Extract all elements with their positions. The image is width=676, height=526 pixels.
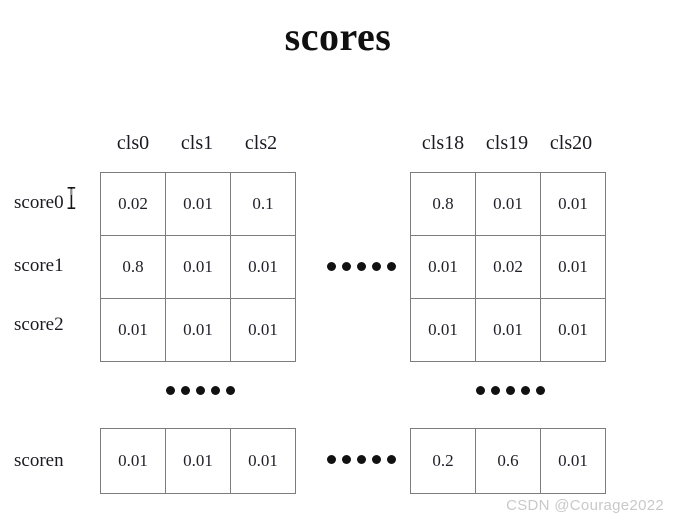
column-header-cls2: cls2	[244, 132, 278, 154]
matrix-cell: 0.01	[165, 428, 231, 494]
ellipsis-horizontal-bottom	[327, 455, 396, 464]
matrix-cell: 0.01	[540, 172, 606, 236]
matrix-cell: 0.01	[410, 298, 476, 362]
table-row: 0.8 0.01 0.01	[100, 235, 296, 299]
dot-icon	[506, 386, 515, 395]
dot-icon	[387, 455, 396, 464]
dot-icon	[211, 386, 220, 395]
dot-icon	[357, 455, 366, 464]
matrix-cell: 0.01	[100, 428, 166, 494]
table-row: 0.8 0.01 0.01	[410, 172, 606, 236]
table-row: 0.2 0.6 0.01	[410, 428, 606, 494]
matrix-cell: 0.01	[540, 235, 606, 299]
matrix-cell: 0.02	[475, 235, 541, 299]
matrix-cell: 0.02	[100, 172, 166, 236]
dot-icon	[196, 386, 205, 395]
matrix-cell: 0.01	[540, 428, 606, 494]
dot-icon	[327, 455, 336, 464]
matrix-cell: 0.01	[165, 298, 231, 362]
page-title: scores	[284, 14, 392, 59]
matrix-cell: 0.2	[410, 428, 476, 494]
ellipsis-horizontal-top	[327, 262, 396, 271]
table-row: 0.01 0.01 0.01	[100, 428, 296, 494]
matrix-cell: 0.01	[540, 298, 606, 362]
table-row: 0.02 0.01 0.1	[100, 172, 296, 236]
dot-icon	[226, 386, 235, 395]
dot-icon	[491, 386, 500, 395]
matrix-bottom-left: 0.01 0.01 0.01	[100, 428, 296, 494]
table-row: 0.01 0.01 0.01	[410, 298, 606, 362]
matrix-cell: 0.01	[475, 172, 541, 236]
matrix-cell: 0.01	[475, 298, 541, 362]
dot-icon	[387, 262, 396, 271]
matrix-top-right: 0.8 0.01 0.01 0.01 0.02 0.01 0.01 0.01 0…	[410, 172, 606, 362]
matrix-cell: 0.01	[165, 172, 231, 236]
row-label-score1: score1	[14, 255, 64, 276]
dot-icon	[327, 262, 336, 271]
column-header-cls18: cls18	[421, 132, 465, 154]
column-headers-right: cls18 cls19 cls20	[411, 131, 603, 155]
dot-icon	[521, 386, 530, 395]
text-ibeam-cursor-icon	[67, 186, 76, 210]
column-headers-left: cls0 cls1 cls2	[101, 131, 293, 155]
row-label-scoren: scoren	[14, 450, 64, 471]
ellipsis-under-right-matrix	[476, 386, 545, 395]
table-row: 0.01 0.02 0.01	[410, 235, 606, 299]
dot-icon	[357, 262, 366, 271]
dot-icon	[166, 386, 175, 395]
column-header-cls20: cls20	[549, 132, 593, 154]
dot-icon	[342, 262, 351, 271]
matrix-cell: 0.01	[100, 298, 166, 362]
dot-icon	[342, 455, 351, 464]
ellipsis-under-left-matrix	[166, 386, 235, 395]
row-label-score2: score2	[14, 314, 64, 335]
matrix-cell: 0.6	[475, 428, 541, 494]
watermark: CSDN @Courage2022	[506, 497, 664, 514]
matrix-cell: 0.1	[230, 172, 296, 236]
matrix-cell: 0.01	[230, 428, 296, 494]
dot-icon	[372, 455, 381, 464]
matrix-cell: 0.8	[410, 172, 476, 236]
matrix-cell: 0.8	[100, 235, 166, 299]
dot-icon	[476, 386, 485, 395]
dot-icon	[372, 262, 381, 271]
column-header-cls19: cls19	[485, 132, 529, 154]
matrix-bottom-right: 0.2 0.6 0.01	[410, 428, 606, 494]
column-header-cls0: cls0	[116, 132, 150, 154]
matrix-cell: 0.01	[230, 298, 296, 362]
column-header-cls1: cls1	[180, 132, 214, 154]
matrix-top-left: 0.02 0.01 0.1 0.8 0.01 0.01 0.01 0.01 0.…	[100, 172, 296, 362]
dot-icon	[536, 386, 545, 395]
matrix-cell: 0.01	[410, 235, 476, 299]
table-row: 0.01 0.01 0.01	[100, 298, 296, 362]
matrix-cell: 0.01	[230, 235, 296, 299]
matrix-cell: 0.01	[165, 235, 231, 299]
row-label-score0: score0	[14, 192, 64, 213]
dot-icon	[181, 386, 190, 395]
